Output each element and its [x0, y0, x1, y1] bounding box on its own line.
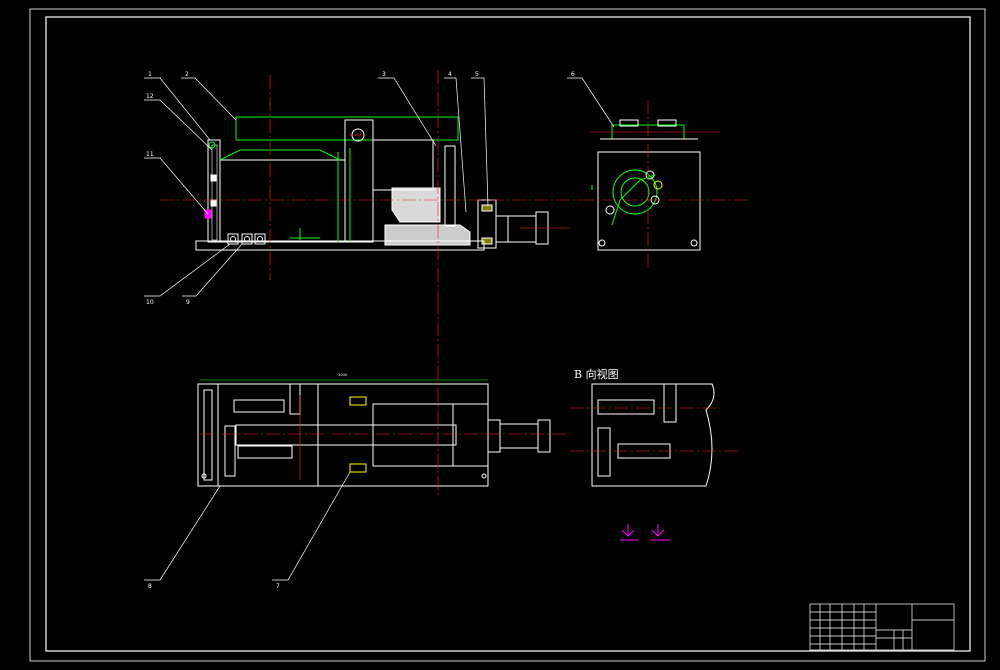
inner-border: [45, 16, 971, 652]
wedge-block: [391, 187, 441, 223]
callout-6: 6: [571, 71, 575, 78]
callout-1: 1: [148, 71, 152, 78]
callout-11: 11: [146, 151, 154, 158]
callout-12: 12: [146, 93, 154, 100]
rotary-mechanism: [612, 169, 658, 215]
top-slide: [235, 424, 457, 446]
support-column: [344, 119, 374, 243]
dimension-text: 1000: [338, 373, 347, 377]
outer-border: [29, 8, 986, 662]
callout-2: 2: [185, 71, 189, 78]
front-view: [160, 70, 580, 300]
side-housing: [597, 151, 701, 251]
callout-9: 9: [186, 299, 190, 306]
b-view: [570, 383, 740, 487]
callout-labels: 1 2 3 4 5 6 7 8 9 10 11 12: [146, 71, 575, 590]
roughness-symbols: [620, 524, 670, 541]
top-base: [197, 383, 489, 487]
b-view-label: B 向视图: [574, 367, 619, 381]
callout-10: 10: [146, 299, 154, 306]
leader-lines: [144, 77, 615, 581]
top-cylinder: [499, 423, 539, 449]
title-block: [809, 603, 955, 651]
callout-3: 3: [382, 71, 386, 78]
top-view: [197, 300, 570, 495]
base-plate: [195, 240, 485, 251]
callout-7: 7: [276, 583, 280, 590]
callout-4: 4: [448, 71, 452, 78]
side-view: [580, 100, 748, 270]
left-end-plate: [207, 139, 221, 243]
main-body: [219, 159, 346, 243]
b-view-outline: [591, 383, 715, 487]
callout-8: 8: [148, 583, 152, 590]
callout-5: 5: [475, 71, 479, 78]
cylinder: [495, 215, 537, 243]
